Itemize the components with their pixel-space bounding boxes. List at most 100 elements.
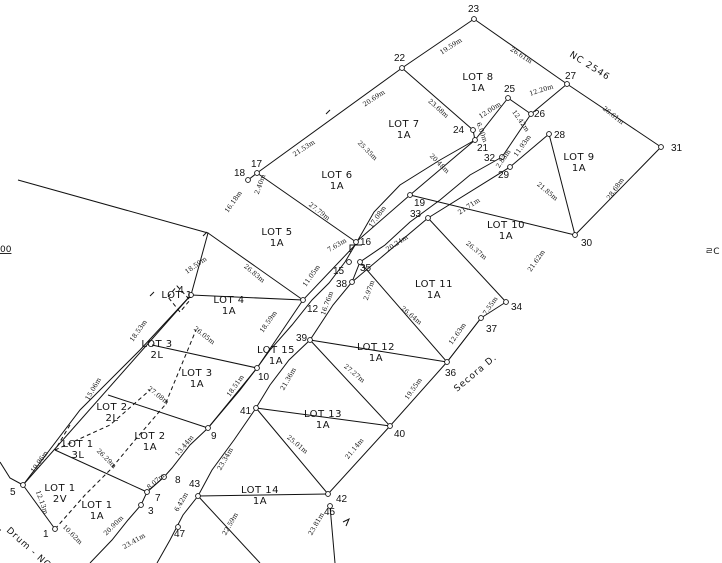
dimension-label: 20.90m bbox=[102, 514, 125, 537]
survey-point bbox=[245, 177, 251, 183]
point-label: 47 bbox=[174, 529, 186, 540]
point-label: 40 bbox=[394, 429, 406, 440]
boundary-line bbox=[530, 83, 568, 115]
lot-name: LOT 4 bbox=[213, 295, 244, 306]
boundary-line bbox=[0, 461, 24, 486]
point-label: 3 bbox=[148, 506, 154, 517]
dimension-label: 28.68m bbox=[605, 176, 626, 201]
lot-name: LOT 1 bbox=[62, 439, 93, 450]
lot-area: 1A bbox=[269, 356, 283, 367]
point-label: 8 bbox=[175, 475, 181, 486]
lot-area: 1A bbox=[190, 379, 204, 390]
point-label: 43 bbox=[189, 479, 201, 490]
dimension-label: 26.05m bbox=[192, 325, 216, 347]
dimension-label: 7.55m bbox=[481, 295, 499, 316]
tick-mark bbox=[325, 109, 331, 115]
dimension-label: 12.20m bbox=[528, 82, 554, 97]
tick-mark bbox=[342, 517, 350, 527]
boundary-line bbox=[197, 493, 329, 497]
lot-area: 1A bbox=[316, 420, 330, 431]
point-label: 35 bbox=[360, 263, 372, 274]
dimension-label: 26.37m bbox=[464, 239, 488, 261]
lot-name: LOT 14 bbox=[241, 485, 279, 496]
survey-point bbox=[195, 493, 201, 499]
dashed-easement-line bbox=[167, 285, 191, 313]
survey-point bbox=[546, 131, 552, 137]
boundary-line bbox=[548, 133, 576, 236]
lot-area: 2L bbox=[106, 413, 119, 424]
survey-point bbox=[357, 259, 363, 265]
point-label: 23 bbox=[468, 4, 480, 15]
point-label: 1 bbox=[43, 529, 49, 540]
boundary-line bbox=[401, 67, 474, 131]
point-label: 24 bbox=[453, 125, 465, 136]
boundary-line bbox=[22, 484, 56, 530]
point-label: 18 bbox=[234, 168, 246, 179]
boundary-line bbox=[156, 156, 503, 563]
survey-point bbox=[503, 299, 509, 305]
survey-point bbox=[327, 503, 333, 509]
point-label: 31 bbox=[671, 143, 683, 154]
dimension-label: 10.62m bbox=[61, 523, 84, 546]
survey-point bbox=[325, 491, 331, 497]
dimension-label: 8.07m bbox=[145, 472, 166, 491]
survey-point bbox=[507, 164, 513, 170]
boundary-line bbox=[351, 217, 429, 283]
point-label: 28 bbox=[554, 130, 566, 141]
boundary-line bbox=[566, 83, 662, 148]
dimension-label: 19.55m bbox=[403, 376, 424, 401]
boundary-line bbox=[473, 18, 568, 85]
point-label: 4 bbox=[178, 285, 184, 296]
survey-point bbox=[253, 405, 259, 411]
dimension-label: 26.29m bbox=[95, 447, 118, 470]
lot-name: LOT 11 bbox=[415, 279, 453, 290]
lot-name: LOT 13 bbox=[304, 409, 342, 420]
lot-area: 2L bbox=[151, 350, 164, 361]
point-label: 22 bbox=[394, 53, 406, 64]
boundary-line bbox=[54, 449, 148, 493]
survey-point bbox=[138, 502, 144, 508]
survey-point bbox=[144, 489, 150, 495]
boundary-line bbox=[507, 97, 532, 115]
dimension-label: 25.35m bbox=[356, 139, 379, 162]
survey-point bbox=[52, 526, 58, 532]
tick-mark bbox=[149, 291, 155, 297]
dimension-label: 2.40m bbox=[253, 173, 268, 195]
dimension-label: 18.59m bbox=[183, 255, 208, 276]
survey-point bbox=[505, 95, 511, 101]
dimension-label: 21.62m bbox=[526, 248, 547, 273]
survey-point bbox=[349, 279, 355, 285]
boundary-line bbox=[329, 505, 336, 563]
survey-point bbox=[658, 144, 664, 150]
point-label: 19 bbox=[414, 198, 426, 209]
point-label: 34 bbox=[511, 302, 523, 313]
boundary-line bbox=[255, 407, 391, 427]
dimension-label: 18.59m bbox=[258, 309, 279, 334]
survey-point bbox=[188, 292, 194, 298]
boundary-line bbox=[190, 294, 304, 301]
survey-point bbox=[444, 359, 450, 365]
point-label: 42 bbox=[336, 494, 348, 505]
dimension-label: 20.69m bbox=[361, 88, 386, 108]
boundary-line bbox=[480, 301, 507, 319]
point-label: 21 bbox=[477, 143, 489, 154]
point-label: 15 bbox=[333, 266, 345, 277]
point-label: 39 bbox=[296, 333, 308, 344]
point-label: 41 bbox=[240, 406, 252, 417]
boundary-line bbox=[409, 139, 476, 196]
survey-point bbox=[175, 524, 181, 530]
dimension-label: 16.18m bbox=[223, 189, 244, 214]
lot-area: 1A bbox=[253, 496, 267, 507]
point-label: 7 bbox=[155, 493, 161, 504]
lot-name: LOT 8 bbox=[462, 72, 493, 83]
lot-area: 1A bbox=[143, 442, 157, 453]
survey-point bbox=[307, 337, 313, 343]
point-label: 10 bbox=[258, 372, 270, 383]
boundary-line bbox=[574, 146, 662, 236]
point-label: 29 bbox=[498, 170, 510, 181]
survey-point bbox=[254, 365, 260, 371]
dimension-label: 23.68m bbox=[426, 97, 450, 120]
lot-name: LOT 15 bbox=[257, 345, 295, 356]
point-label: 12 bbox=[307, 304, 319, 315]
